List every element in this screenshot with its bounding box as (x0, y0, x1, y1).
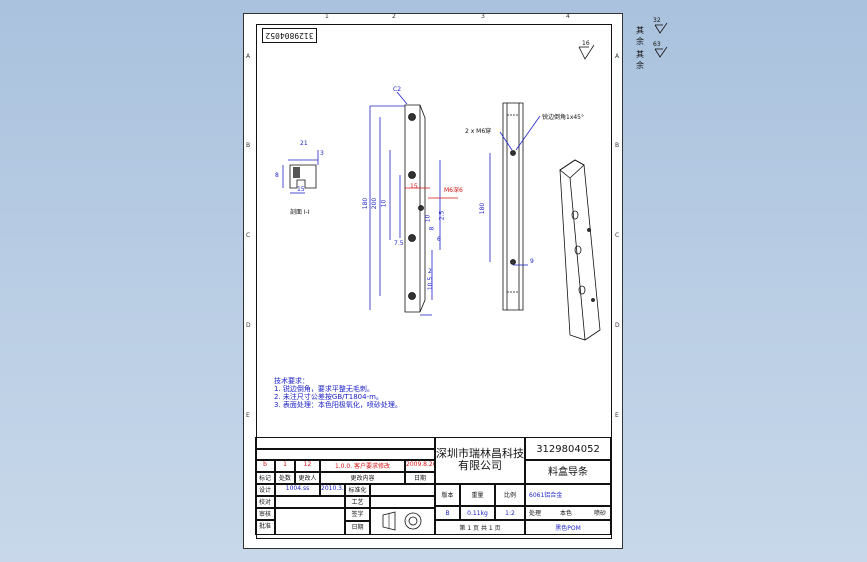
hdr-date: 日期 (405, 472, 435, 484)
version-label: 版本 (435, 484, 460, 506)
brand-label: 黑色POM (525, 520, 611, 535)
finish-label-1: 其余 (636, 26, 644, 46)
standard-label: 标准化 (345, 484, 370, 496)
process-label: 工艺 (345, 496, 370, 508)
review-label: 审核 (255, 508, 275, 520)
zone-col-4: 4 (566, 13, 570, 20)
scale-label: 比例 (495, 484, 525, 506)
section-dim-8: 8 (275, 172, 279, 179)
design-name: 1004.ss (275, 484, 320, 496)
front-dim-c2: C2 (393, 86, 402, 93)
standard-blank (370, 484, 435, 496)
hdr-count: 处数 (275, 472, 295, 484)
side-label-top: 2 x M6穿 (465, 128, 492, 135)
tech-item-2: 2. 未注尺寸公差按GB/T1804-m。 (274, 393, 383, 401)
sheet-count: 第 1 页 共 1 页 (435, 520, 525, 535)
section-dim-21: 21 (300, 140, 308, 147)
surface-label: 处理 (529, 510, 542, 517)
zone-row-b: B (246, 142, 251, 149)
section-label: 剖面 I-I (290, 209, 310, 216)
front-dim-8: 8 (428, 226, 436, 231)
roughness-icon (654, 23, 668, 34)
company-line2: 有限公司 (458, 459, 502, 472)
approve-label: 批准 (255, 520, 275, 535)
surface-value: 喷砂 (593, 510, 606, 517)
weight-label: 重量 (460, 484, 495, 506)
front-dim-10b: 10 (424, 214, 432, 223)
roughness-main-icon (578, 45, 595, 60)
front-dim-6: 6 (437, 236, 441, 243)
front-dim-180: 180 (362, 197, 370, 210)
tech-item-1: 1. 锐边倒角，要求平整无毛刺。 (274, 385, 374, 393)
material-value: 6061铝合金 (525, 484, 611, 506)
zone-col-3: 3 (481, 13, 485, 20)
rev-content: 1.0.0. 客户要求修改 (320, 460, 405, 472)
tech-title: 技术要求： (274, 377, 309, 385)
projection-symbol (370, 508, 435, 535)
zone-row-c: C (246, 232, 251, 239)
hdr-person: 更改人 (295, 472, 320, 484)
front-dim-2-5: 2.5 (438, 210, 446, 221)
design-date: 2010.3.2 (320, 484, 345, 496)
projection-icon (382, 511, 421, 531)
zone-row-a-r: A (615, 53, 620, 60)
drawing-number: 3129804052 (525, 437, 611, 460)
section-dim-3: 3 (320, 150, 324, 157)
roughness-main-value: 16 (582, 40, 590, 47)
process-blank (370, 496, 435, 508)
front-dim-2: 2 (428, 268, 432, 275)
zone-row-b-r: B (615, 142, 620, 149)
check-blank (275, 496, 345, 508)
front-dim-10-5: 10.5 (427, 276, 435, 291)
finish-value-1: 32 (653, 17, 661, 24)
blank-row-1 (255, 437, 435, 449)
tech-item-3: 3. 表面处理：本色阳极氧化，喷砂处理。 (274, 401, 402, 409)
front-dim-10: 10 (380, 199, 388, 208)
design-label: 设计 (255, 484, 275, 496)
scale-value: 1:2 (495, 506, 525, 520)
finish-value: 本色 (560, 510, 573, 517)
blank-row-2 (255, 449, 435, 460)
zone-row-e: E (246, 412, 250, 419)
zone-col-1: 1 (325, 13, 329, 20)
zone-row-c-r: C (615, 232, 620, 239)
rev-count: 1 (275, 460, 295, 472)
rev-person: 12 (295, 460, 320, 472)
date-label: 日期 (345, 521, 370, 535)
rev-mark: b (255, 460, 275, 472)
version-value: B (435, 506, 460, 520)
hole-label: M6深6 (444, 187, 463, 194)
company-cell: 深圳市瑞林昌科技 有限公司 (435, 437, 525, 484)
hdr-mark: 标记 (255, 472, 275, 484)
hdr-content: 更改内容 (320, 472, 405, 484)
drawing-code-tag: 3129804052 (262, 28, 317, 43)
review-blank (275, 508, 345, 535)
weight-value: 0.11kg (460, 506, 495, 520)
surface-cell: 处理 本色 喷砂 (525, 506, 611, 520)
tech-requirements: 技术要求： 1. 锐边倒角，要求平整无毛刺。 2. 未注尺寸公差按GB/T180… (274, 377, 402, 409)
front-dim-15: 15 (410, 183, 418, 190)
finish-value-2: 63 (653, 41, 661, 48)
zone-row-a: A (246, 53, 251, 60)
side-label-note: 锐边倒角1x45° (542, 114, 585, 121)
check-label: 校对 (255, 496, 275, 508)
side-dim-9: 9 (530, 258, 534, 265)
zone-col-2: 2 (392, 13, 396, 20)
sign-label: 签字 (345, 508, 370, 521)
drawing-frame: 3129804052 (256, 24, 612, 539)
zone-row-e-r: E (615, 412, 619, 419)
zone-row-d: D (246, 322, 251, 329)
front-dim-200: 200 (371, 197, 379, 210)
side-dim-180: 180 (479, 202, 487, 215)
section-dim-15: 15 (297, 186, 305, 193)
zone-row-d-r: D (615, 322, 620, 329)
finish-label-2: 其余 (636, 50, 644, 70)
company-line1: 深圳市瑞林昌科技 (436, 447, 524, 460)
rev-date: 2009.8.26 (405, 460, 435, 472)
roughness-icon (654, 47, 668, 58)
front-dim-7-5: 7.5 (394, 240, 404, 247)
part-name: 料盒导条 (525, 460, 611, 484)
